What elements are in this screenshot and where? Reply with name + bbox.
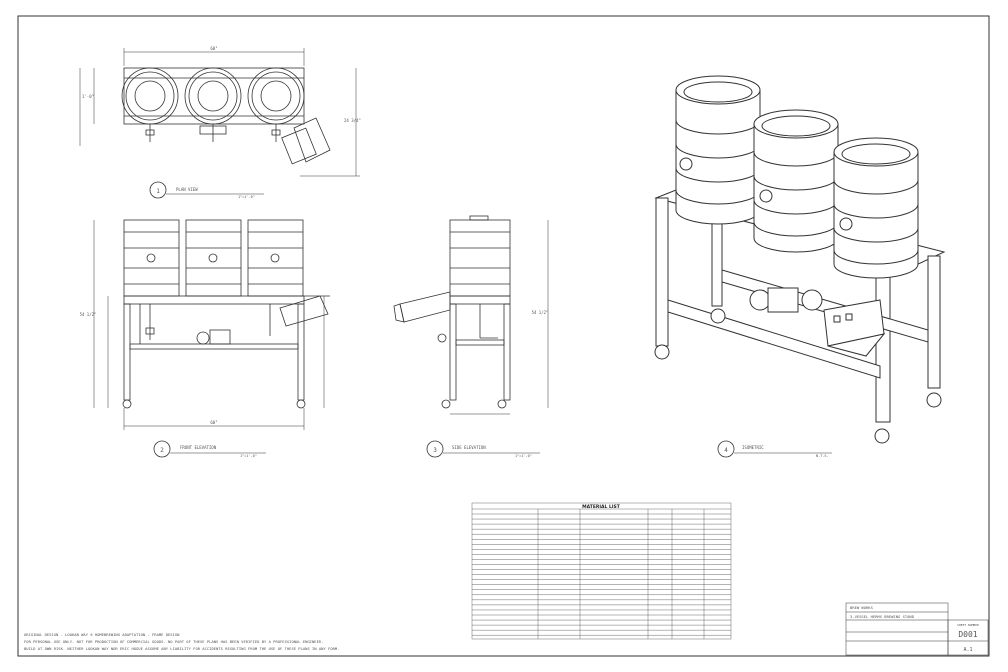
- view-1-scale: 1"=1'-0": [238, 195, 255, 199]
- view-4-marker: [717, 440, 735, 458]
- note-line-3: BUILD AT OWN RISK. NEITHER LOOKAN WAY NO…: [24, 646, 339, 651]
- view-1-marker: [149, 181, 167, 199]
- title-block-description: 3-VESSEL HERMS BREWING STAND: [850, 614, 915, 619]
- isometric-view: [654, 75, 946, 458]
- view-3-marker: [426, 440, 444, 458]
- side-control-panel: [393, 291, 451, 323]
- view-4-number: 4: [724, 447, 728, 454]
- plan-view: [79, 48, 360, 199]
- plan-width-dim: 60": [210, 46, 217, 51]
- side-plumbing: [437, 304, 498, 343]
- iso-control-panel: [823, 299, 886, 357]
- front-control-panel: [279, 295, 330, 327]
- side-keg: [449, 215, 511, 297]
- plan-depth-dim: 24 3/4": [344, 118, 361, 123]
- front-pumps: [145, 304, 271, 345]
- material-list-title: MATERIAL LIST: [582, 504, 621, 510]
- plan-valves: [145, 124, 281, 142]
- view-2-marker: [153, 440, 171, 458]
- front-keg-3: [247, 219, 304, 297]
- note-line-2: FOR PERSONAL USE ONLY. NOT FOR PRODUCTIO…: [24, 639, 323, 644]
- view-2-title: FRONT ELEVATION: [180, 445, 217, 450]
- front-keg-2: [185, 219, 242, 297]
- page-number: A.1: [963, 647, 972, 653]
- title-block-name: BREW WORKS: [850, 605, 874, 610]
- view-4-scale: N.T.S.: [816, 454, 829, 458]
- iso-keg-1: [675, 75, 761, 225]
- front-height-dim: 54 1/2": [80, 312, 97, 317]
- plan-height-dim: 1'-0": [82, 94, 94, 99]
- front-elevation: [93, 219, 330, 458]
- iso-pumps: [749, 287, 823, 313]
- side-height-dim: 54 1/2": [532, 310, 549, 315]
- sheet-number-label: SHEET NUMBER: [957, 623, 979, 627]
- iso-keg-2: [753, 109, 839, 253]
- side-elevation: [393, 215, 549, 458]
- view-3-scale: 1"=1'-0": [515, 454, 532, 458]
- view-2-number: 2: [160, 447, 164, 454]
- material-list-table: [471, 502, 732, 640]
- title-block: [845, 602, 989, 656]
- view-4-title: ISOMETRIC: [742, 445, 764, 450]
- front-frame: [123, 295, 305, 401]
- side-casters: [441, 399, 507, 409]
- iso-casters: [654, 308, 942, 444]
- front-casters: [122, 399, 306, 409]
- view-1-number: 1: [156, 188, 160, 195]
- iso-keg-3: [833, 137, 919, 279]
- plan-control-panel: [281, 117, 331, 165]
- front-keg-1: [123, 219, 180, 297]
- view-2-scale: 1"=1'-0": [240, 454, 257, 458]
- view-1-title: PLAN VIEW: [176, 187, 198, 192]
- front-width-dim: 60": [210, 420, 217, 425]
- note-line-1: ORIGINAL DESIGN - LOOKAN WAY ® HOMEBREWI…: [24, 632, 180, 637]
- sheet-number: D001: [958, 630, 977, 639]
- view-3-title: SIDE ELEVATION: [452, 445, 486, 450]
- sheet-border: [17, 15, 990, 657]
- view-3-number: 3: [433, 447, 437, 454]
